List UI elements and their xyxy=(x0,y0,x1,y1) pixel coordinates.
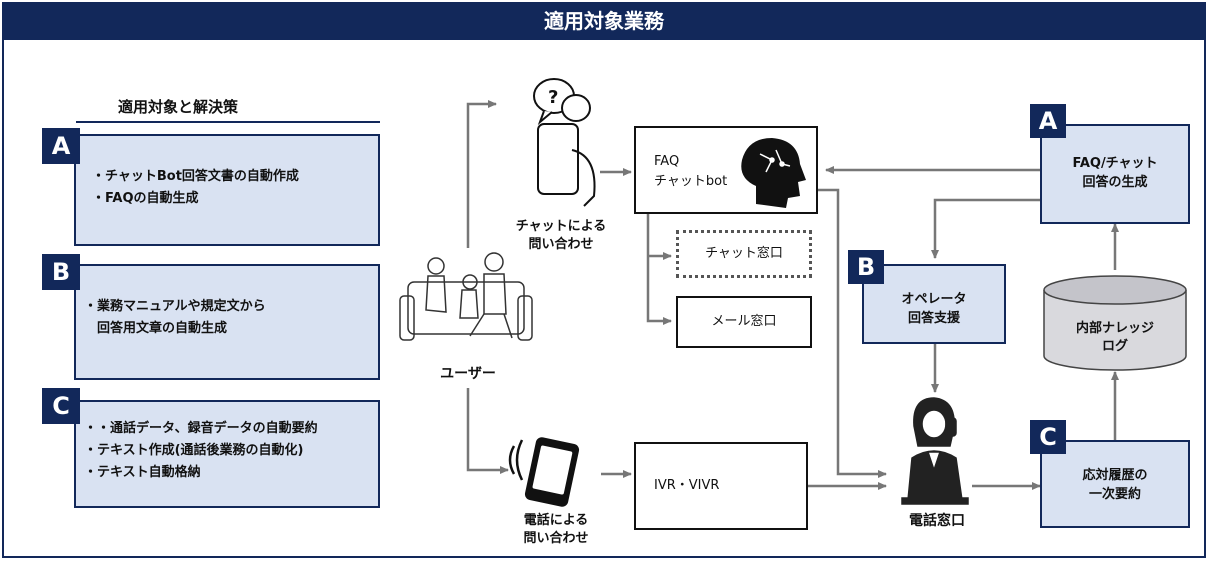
faq-chatbot-text: FAQ チャットbot xyxy=(654,152,727,192)
phone-inquiry-line-2: 問い合わせ xyxy=(523,531,589,546)
badge-c: C xyxy=(42,388,80,424)
phone-inquiry-label: 電話による 問い合わせ xyxy=(506,512,606,548)
right-a-line-2: 回答の生成 xyxy=(1082,175,1148,190)
chat-inquiry-line-1: チャットによる xyxy=(515,219,607,234)
mail-window-label: メール窓口 xyxy=(711,314,777,329)
knowledge-line-1: 内部ナレッジ xyxy=(1075,321,1154,336)
page-title: 適用対象業務 xyxy=(2,2,1206,40)
right-badge-a: A xyxy=(1030,104,1066,138)
right-b-line-1: オペレータ xyxy=(901,292,967,307)
solution-b-text: ・業務マニュアルや規定文から 回答用文章の自動生成 xyxy=(84,296,266,340)
chat-inquiry-label: チャットによる 問い合わせ xyxy=(506,218,616,254)
chat-window-label: チャット窓口 xyxy=(705,246,783,261)
chat-window-box xyxy=(676,230,812,278)
knowledge-line-2: ログ xyxy=(1101,339,1128,354)
phone-window-label: 電話窓口 xyxy=(909,513,965,529)
phone-inquiry-line-1: 電話による xyxy=(523,513,589,528)
badge-b: B xyxy=(42,254,80,290)
right-box-b: オペレータ 回答支援 xyxy=(862,264,1006,344)
right-c-line-2: 一次要約 xyxy=(1088,487,1141,502)
right-box-c: 応対履歴の 一次要約 xyxy=(1040,440,1190,528)
solution-c-line-1: ・・通話データ、録音データの自動要約 xyxy=(84,421,318,436)
solution-c-line-3: ・テキスト自動格納 xyxy=(84,465,201,480)
solution-box-b xyxy=(74,264,380,380)
mail-window-box xyxy=(676,296,812,348)
right-badge-c: C xyxy=(1030,420,1066,454)
faq-chatbot-line-2: チャットbot xyxy=(654,174,728,189)
right-c-line-1: 応対履歴の xyxy=(1082,468,1148,483)
solution-b-line-1: ・業務マニュアルや規定文から xyxy=(84,299,266,314)
svg-text:?: ? xyxy=(548,87,558,108)
knowledge-log-label: 内部ナレッジ ログ xyxy=(1050,320,1180,356)
chat-inquiry-line-2: 問い合わせ xyxy=(528,237,594,252)
ivr-box xyxy=(634,442,808,530)
right-a-line-1: FAQ/チャット xyxy=(1072,156,1158,171)
left-panel-heading: 適用対象と解決策 xyxy=(118,98,239,116)
user-label: ユーザー xyxy=(440,366,496,382)
solution-a-line-2: ・FAQの自動生成 xyxy=(92,191,199,206)
solution-a-line-1: ・チャットBot回答文書の自動作成 xyxy=(92,169,299,184)
solution-b-line-2: 回答用文章の自動生成 xyxy=(84,321,228,336)
solution-box-c xyxy=(74,400,380,508)
solution-a-text: ・チャットBot回答文書の自動作成 ・FAQの自動生成 xyxy=(92,166,299,210)
solution-c-text: ・・通話データ、録音データの自動要約 ・テキスト作成(通話後業務の自動化) ・テ… xyxy=(84,418,318,484)
solution-c-line-2: ・テキスト作成(通話後業務の自動化) xyxy=(84,443,304,458)
ivr-label: IVR・VIVR xyxy=(654,478,720,493)
heading-underline xyxy=(76,121,380,123)
right-b-line-2: 回答支援 xyxy=(907,311,960,326)
right-badge-b: B xyxy=(848,250,884,284)
badge-a: A xyxy=(42,128,80,164)
solution-box-a xyxy=(74,134,380,246)
faq-chatbot-line-1: FAQ xyxy=(654,154,680,169)
right-box-a: FAQ/チャット 回答の生成 xyxy=(1040,124,1190,224)
